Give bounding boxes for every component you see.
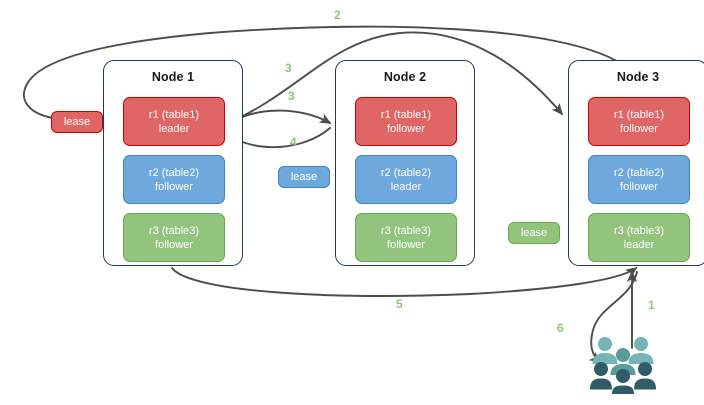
node-2-replica-r1-name: r1 (table1) <box>380 108 432 121</box>
node-3-replica-r3[interactable]: r3 (table3) leader <box>588 213 690 262</box>
lease-badge-r1[interactable]: lease <box>51 111 103 133</box>
node-2-replica-r1[interactable]: r1 (table1) follower <box>355 97 457 146</box>
node-2-replica-r2-role: leader <box>390 180 422 193</box>
step-label-3-upper: 3 <box>285 61 292 75</box>
users-group-icon <box>590 337 656 394</box>
node-3-replica-r1-name: r1 (table1) <box>613 108 665 121</box>
node-3-replica-r2-name: r2 (table2) <box>613 166 665 179</box>
step-label-1: 1 <box>648 298 655 312</box>
node-1-replica-r3-role: follower <box>155 238 193 251</box>
node-1-replica-r2-name: r2 (table2) <box>148 166 200 179</box>
node-1-title: Node 1 <box>151 70 195 84</box>
node-3-replica-r1[interactable]: r1 (table1) follower <box>588 97 690 146</box>
node-1-replica-r2-role: follower <box>155 180 193 193</box>
node-3-replica-r1-role: follower <box>620 122 658 135</box>
step-label-6: 6 <box>557 321 564 335</box>
step-label-2: 2 <box>334 8 341 22</box>
step-label-4: 4 <box>290 135 297 149</box>
node-3-replica-r3-role: leader <box>623 238 655 251</box>
node-1-replica-r1-name: r1 (table1) <box>148 108 200 121</box>
node-2-replica-r2[interactable]: r2 (table2) leader <box>355 155 457 204</box>
node-2-replica-r3-name: r3 (table3) <box>380 224 432 237</box>
step-label-5: 5 <box>396 297 403 311</box>
node-2-replica-r2-name: r2 (table2) <box>380 166 432 179</box>
lease-badge-r3[interactable]: lease <box>508 222 560 244</box>
node-3-replica-r2[interactable]: r2 (table2) follower <box>588 155 690 204</box>
node-2[interactable]: Node 2 r1 (table1) follower r2 (table2) … <box>335 60 475 266</box>
step-label-3-lower: 3 <box>288 89 295 103</box>
node-3-replica-r3-name: r3 (table3) <box>613 224 665 237</box>
node-1-replica-r3[interactable]: r3 (table3) follower <box>123 213 225 262</box>
node-2-replica-r3-role: follower <box>387 238 425 251</box>
arrow-step-4 <box>229 127 331 149</box>
node-3[interactable]: Node 3 r1 (table1) follower r2 (table2) … <box>568 60 704 266</box>
node-3-replica-r2-role: follower <box>620 180 658 193</box>
node-1-replica-r3-name: r3 (table3) <box>148 224 200 237</box>
node-1-replica-r1-role: leader <box>158 122 190 135</box>
node-1-replica-r1[interactable]: r1 (table1) leader <box>123 97 225 146</box>
node-1-replica-r2[interactable]: r2 (table2) follower <box>123 155 225 204</box>
lease-badge-r2[interactable]: lease <box>278 166 330 188</box>
arrow-step-5 <box>171 267 638 297</box>
node-1[interactable]: Node 1 r1 (table1) leader r2 (table2) fo… <box>103 60 243 266</box>
node-2-title: Node 2 <box>383 70 427 84</box>
node-3-title: Node 3 <box>616 70 660 84</box>
node-2-replica-r1-role: follower <box>387 122 425 135</box>
node-2-replica-r3[interactable]: r3 (table3) follower <box>355 213 457 262</box>
